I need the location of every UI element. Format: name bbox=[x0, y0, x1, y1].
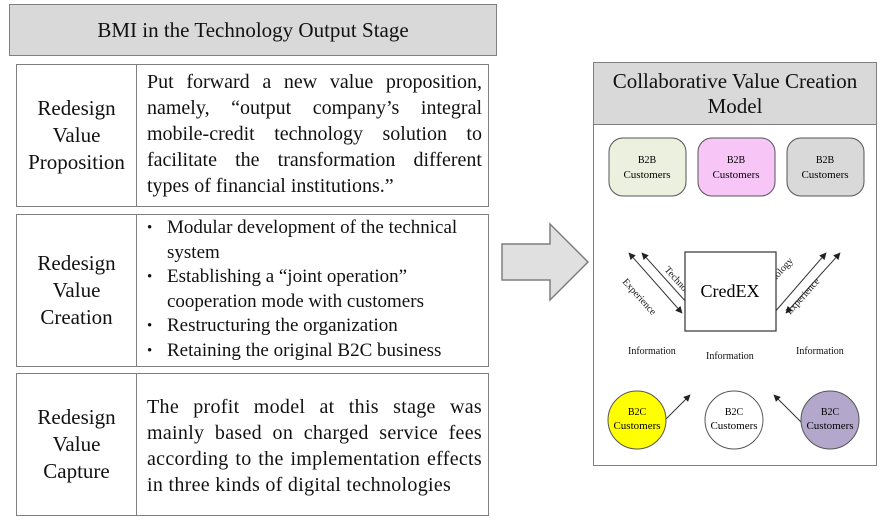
value-creation-label: Redesign Value Creation bbox=[17, 215, 137, 366]
value-creation-row: Redesign Value Creation Modular developm… bbox=[16, 214, 489, 367]
left-panel: BMI in the Technology Output Stage Redes… bbox=[9, 4, 497, 516]
b2c-node: B2C Customers bbox=[607, 390, 667, 450]
value-capture-row: Redesign Value Capture The profit model … bbox=[16, 373, 489, 516]
b2c-label-line2: Customers bbox=[710, 420, 757, 432]
value-creation-bullets: Modular development of the technical sys… bbox=[145, 216, 485, 363]
b2b-label-line1: B2B bbox=[816, 155, 835, 166]
label-experience-left: Experience bbox=[620, 277, 659, 318]
list-item: Retaining the original B2C business bbox=[147, 339, 485, 364]
credex-label: CredEX bbox=[701, 281, 760, 301]
value-capture-label: Redesign Value Capture bbox=[17, 374, 137, 515]
b2c-label-line1: B2C bbox=[821, 407, 840, 418]
b2c-node: B2C Customers bbox=[704, 390, 764, 450]
edge-experience-right bbox=[785, 252, 841, 314]
b2c-label-line1: B2C bbox=[725, 407, 744, 418]
right-panel-title: Collaborative Value Creation Model bbox=[593, 62, 877, 125]
b2c-label-line1: B2C bbox=[628, 407, 647, 418]
list-item: Restructuring the organization bbox=[147, 314, 485, 339]
label-experience-right: Experience bbox=[784, 276, 823, 317]
b2b-label-line2: Customers bbox=[801, 169, 848, 181]
b2b-node: B2B Customers bbox=[697, 137, 776, 197]
collaboration-diagram: Experience Technology Experience Technol… bbox=[607, 137, 865, 450]
b2b-node: B2B Customers bbox=[786, 137, 865, 197]
credex-node bbox=[684, 251, 777, 332]
b2b-label-line1: B2B bbox=[727, 155, 746, 166]
label-information-left: Information bbox=[628, 346, 676, 357]
b2b-label-line1: B2B bbox=[638, 155, 657, 166]
value-proposition-text: Put forward a new value proposition, nam… bbox=[147, 71, 482, 197]
label-information-right: Information bbox=[796, 346, 844, 357]
b2c-node: B2C Customers bbox=[800, 390, 860, 450]
list-item: Establishing a “joint operation” coopera… bbox=[147, 265, 485, 314]
value-capture-text: The profit model at this stage was mainl… bbox=[147, 396, 482, 496]
b2c-label-line2: Customers bbox=[806, 420, 853, 432]
right-panel: Collaborative Value Creation Model Exper… bbox=[593, 62, 877, 466]
edge-experience-left bbox=[628, 252, 683, 314]
label-information-center: Information bbox=[706, 351, 754, 362]
b2b-label-line2: Customers bbox=[623, 169, 670, 181]
value-proposition-row: Redesign Value Proposition Put forward a… bbox=[16, 64, 489, 207]
value-proposition-label: Redesign Value Proposition bbox=[17, 65, 137, 206]
b2b-node: B2B Customers bbox=[608, 137, 687, 197]
list-item: Modular development of the technical sys… bbox=[147, 216, 485, 265]
flow-arrow-icon bbox=[501, 222, 590, 302]
b2c-label-line2: Customers bbox=[613, 420, 660, 432]
left-panel-title: BMI in the Technology Output Stage bbox=[9, 4, 497, 56]
b2b-label-line2: Customers bbox=[712, 169, 759, 181]
